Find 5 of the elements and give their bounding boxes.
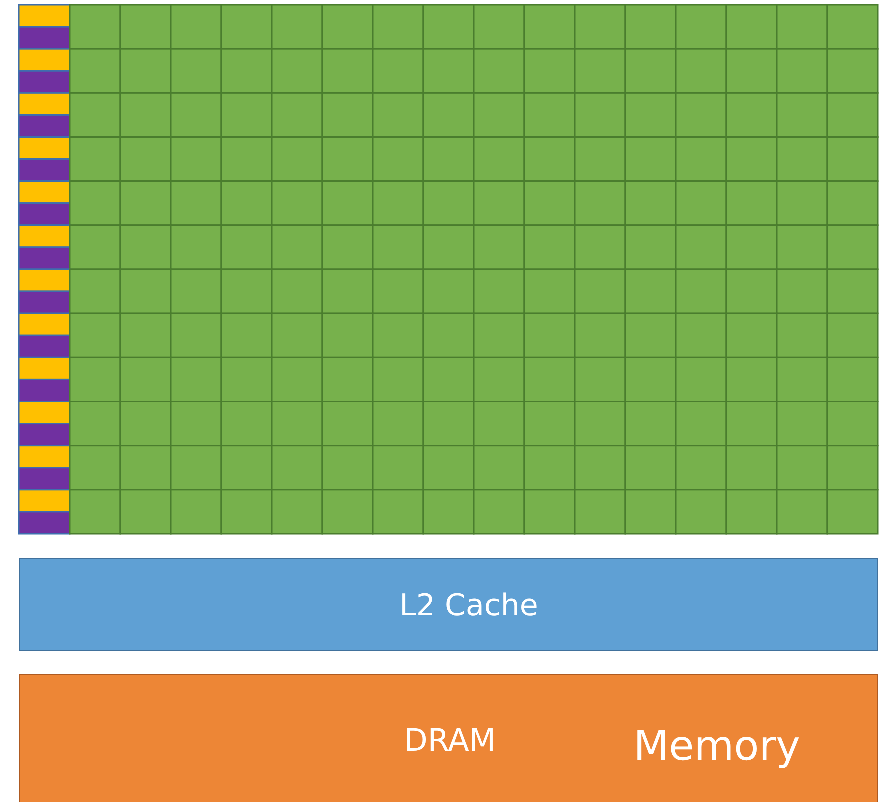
cache-label: L2 Cache xyxy=(400,588,538,624)
memory-label: Memory xyxy=(634,722,800,770)
memory-bar xyxy=(19,674,878,802)
cache-bar xyxy=(19,558,878,651)
dram-label: DRAM xyxy=(404,723,496,759)
